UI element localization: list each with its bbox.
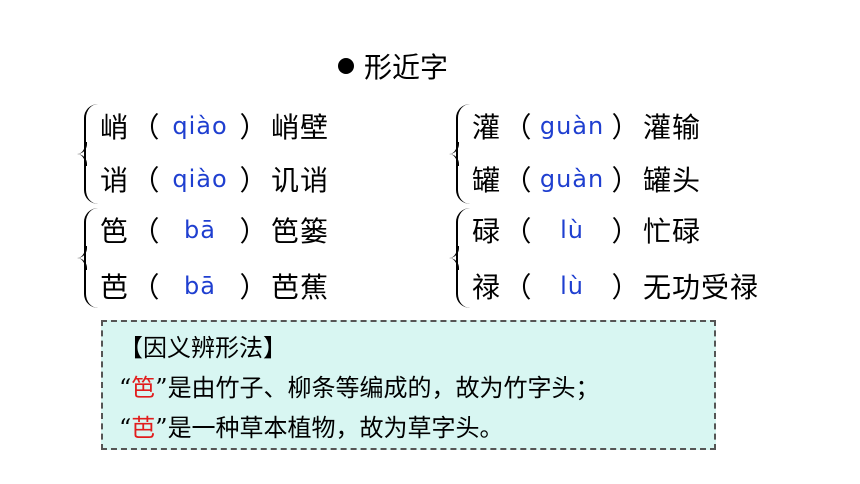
character: 诮 [100,164,130,197]
open-paren: （ [503,111,533,144]
word: 芭蕉 [271,271,330,304]
note-text: 是由竹子、柳条等编成的，故为竹字头； [167,374,600,402]
open-paren: （ [131,111,161,144]
close-paren: ） [239,111,269,144]
character: 灌 [472,111,502,144]
close-paren: ） [611,164,641,197]
note-text: 是一种草本植物，故为草字头。 [167,414,504,442]
word-pair-group: 笆 （ bā ） 笆篓 芭 （ bā ） 芭蕉 [76,208,376,308]
close-paren: ） [239,164,269,197]
word-row: 芭 （ bā ） 芭蕉 [100,264,329,308]
note-line: “笆”是由竹子、柳条等编成的，故为竹字头； [119,368,714,408]
close-paren: ） [239,271,269,304]
open-paren: （ [503,271,533,304]
open-paren: （ [131,271,161,304]
quote-open: “ [119,414,132,442]
pinyin: bā [184,272,216,300]
brace-icon [84,208,102,308]
word-row: 禄 （ lù ） 无功受禄 [472,264,759,308]
brace-icon [456,104,474,204]
open-paren: （ [131,215,161,248]
close-paren: ） [611,215,641,248]
title-text: 形近字 [364,51,449,84]
note-heading: 【因义辨形法】 [119,334,287,362]
note-line: “芭”是一种草本植物，故为草字头。 [119,408,714,448]
quote-open: “ [119,374,132,402]
character: 笆 [100,215,130,248]
word-row: 笆 （ bā ） 笆篓 [100,208,329,252]
word: 忙碌 [643,215,702,248]
character: 禄 [472,271,502,304]
character: 罐 [472,164,502,197]
highlight-character: 笆 [131,374,156,402]
section-title: 形近字 [338,46,448,86]
word-row: 灌 （ guàn ） 灌输 [472,104,701,148]
quote-close: ” [155,374,168,402]
word: 灌输 [643,111,702,144]
word-pair-group: 灌 （ guàn ） 灌输 罐 （ guàn ） 罐头 [448,104,748,204]
open-paren: （ [503,164,533,197]
pinyin: guàn [539,112,605,140]
word: 罐头 [643,164,702,197]
pinyin: lù [560,216,584,244]
highlight-character: 芭 [131,414,156,442]
close-paren: ） [239,215,269,248]
word-pair-group: 碌 （ lù ） 忙碌 禄 （ lù ） 无功受禄 [448,208,808,308]
close-paren: ） [611,111,641,144]
quote-close: ” [155,414,168,442]
word-row: 诮 （ qiào ） 讥诮 [100,157,329,201]
pinyin: lù [560,272,584,300]
character: 碌 [472,215,502,248]
open-paren: （ [131,164,161,197]
pinyin: guàn [539,165,605,193]
method-note-box: 【因义辨形法】 “笆”是由竹子、柳条等编成的，故为竹字头； “芭”是一种草本植物… [101,320,716,450]
word: 笆篓 [271,215,330,248]
word: 讥诮 [271,164,330,197]
word-row: 峭 （ qiào ） 峭壁 [100,104,329,148]
word: 峭壁 [271,111,330,144]
bullet-icon [338,58,354,74]
open-paren: （ [503,215,533,248]
close-paren: ） [611,271,641,304]
pinyin: qiào [172,112,228,140]
word-row: 罐 （ guàn ） 罐头 [472,157,701,201]
brace-icon [84,104,102,204]
brace-icon [456,208,474,308]
pinyin: qiào [172,165,228,193]
word-row: 碌 （ lù ） 忙碌 [472,208,701,252]
character: 芭 [100,271,130,304]
word-pair-group: 峭 （ qiào ） 峭壁 诮 （ qiào ） 讥诮 [76,104,376,204]
pinyin: bā [184,216,216,244]
word: 无功受禄 [643,271,760,304]
character: 峭 [100,111,130,144]
